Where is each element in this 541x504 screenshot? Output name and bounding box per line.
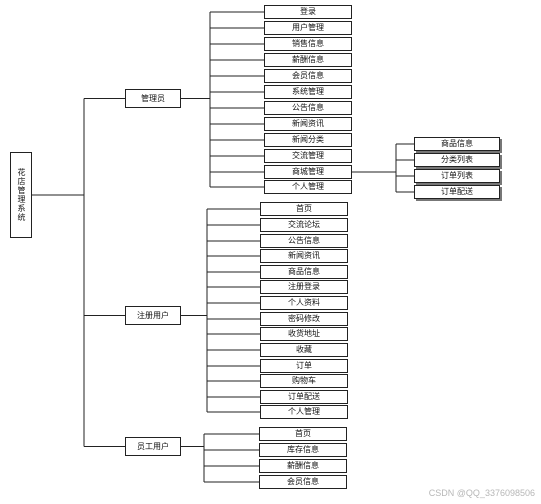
user-item-password-change: 密码修改: [260, 312, 348, 326]
root-label: 花店管理系统: [17, 168, 26, 222]
employee-item-salary-info-label: 薪酬信息: [287, 461, 319, 470]
admin-item-communication-management-label: 交流管理: [292, 151, 324, 160]
user-item-home-label: 首页: [296, 204, 312, 213]
admin-item-mall-management: 商城管理: [264, 165, 352, 179]
user-item-order-delivery-label: 订单配送: [288, 392, 320, 401]
admin-item-user-management: 用户管理: [264, 21, 352, 35]
employee-item-inventory-info: 库存信息: [259, 443, 347, 457]
admin-item-notice-info: 公告信息: [264, 101, 352, 115]
user-item-profile-label: 个人资料: [288, 298, 320, 307]
group-label-admin: 管理员: [141, 93, 165, 103]
employee-item-member-info: 会员信息: [259, 475, 347, 489]
admin-item-login: 登录: [264, 5, 352, 19]
admin-item-salary-info-label: 薪酬信息: [292, 55, 324, 64]
mall-item-product-info: 商品信息: [414, 137, 500, 151]
user-item-notice-info: 公告信息: [260, 234, 348, 248]
admin-item-news-category: 新闻分类: [264, 133, 352, 147]
watermark: CSDN @QQ_3376098506: [428, 488, 535, 498]
mall-item-order-list-label: 订单列表: [441, 171, 473, 180]
admin-item-mall-management-label: 商城管理: [292, 167, 324, 176]
admin-item-member-info: 会员信息: [264, 69, 352, 83]
user-item-register-login: 注册登录: [260, 280, 348, 294]
user-item-profile: 个人资料: [260, 296, 348, 310]
employee-item-inventory-info-label: 库存信息: [287, 445, 319, 454]
user-item-news-label: 新闻资讯: [288, 251, 320, 260]
employee-item-salary-info: 薪酬信息: [259, 459, 347, 473]
user-item-personal-management: 个人管理: [260, 405, 348, 419]
user-item-password-change-label: 密码修改: [288, 314, 320, 323]
admin-item-sales-info: 销售信息: [264, 37, 352, 51]
user-item-favorites: 收藏: [260, 343, 348, 357]
user-item-news: 新闻资讯: [260, 249, 348, 263]
user-item-register-login-label: 注册登录: [288, 282, 320, 291]
user-item-personal-management-label: 个人管理: [288, 407, 320, 416]
group-label-employee-user: 员工用户: [137, 441, 169, 451]
user-item-orders: 订单: [260, 359, 348, 373]
user-item-forum: 交流论坛: [260, 218, 348, 232]
admin-item-news: 新闻资讯: [264, 117, 352, 131]
user-item-shipping-address-label: 收货地址: [288, 329, 320, 338]
user-item-home: 首页: [260, 202, 348, 216]
admin-item-personal-management-label: 个人管理: [292, 182, 324, 191]
user-item-forum-label: 交流论坛: [288, 220, 320, 229]
group-node-employee-user: 员工用户: [125, 437, 181, 456]
mall-item-order-delivery-label: 订单配送: [441, 187, 473, 196]
group-label-registered-user: 注册用户: [137, 310, 169, 320]
admin-item-news-label: 新闻资讯: [292, 119, 324, 128]
mall-item-product-info-label: 商品信息: [441, 139, 473, 148]
admin-item-personal-management: 个人管理: [264, 180, 352, 194]
mall-item-order-list: 订单列表: [414, 169, 500, 183]
admin-item-sales-info-label: 销售信息: [292, 39, 324, 48]
admin-item-user-management-label: 用户管理: [292, 23, 324, 32]
admin-item-notice-info-label: 公告信息: [292, 103, 324, 112]
group-node-admin: 管理员: [125, 89, 181, 108]
admin-item-news-category-label: 新闻分类: [292, 135, 324, 144]
mall-item-category-list-label: 分类列表: [441, 155, 473, 164]
root-node-system: 花店管理系统: [10, 152, 32, 238]
user-item-product-info: 商品信息: [260, 265, 348, 279]
user-item-cart: 购物车: [260, 374, 348, 388]
user-item-notice-info-label: 公告信息: [288, 236, 320, 245]
user-item-order-delivery: 订单配送: [260, 390, 348, 404]
admin-item-system-management: 系统管理: [264, 85, 352, 99]
mall-item-category-list: 分类列表: [414, 153, 500, 167]
user-item-orders-label: 订单: [296, 361, 312, 370]
admin-item-login-label: 登录: [300, 7, 316, 16]
user-item-favorites-label: 收藏: [296, 345, 312, 354]
group-node-registered-user: 注册用户: [125, 306, 181, 325]
user-item-cart-label: 购物车: [292, 376, 316, 385]
mall-item-order-delivery: 订单配送: [414, 185, 500, 199]
employee-item-member-info-label: 会员信息: [287, 477, 319, 486]
user-item-shipping-address: 收货地址: [260, 327, 348, 341]
employee-item-home: 首页: [259, 427, 347, 441]
admin-item-communication-management: 交流管理: [264, 149, 352, 163]
user-item-product-info-label: 商品信息: [288, 267, 320, 276]
admin-item-member-info-label: 会员信息: [292, 71, 324, 80]
admin-item-system-management-label: 系统管理: [292, 87, 324, 96]
employee-item-home-label: 首页: [295, 429, 311, 438]
admin-item-salary-info: 薪酬信息: [264, 53, 352, 67]
